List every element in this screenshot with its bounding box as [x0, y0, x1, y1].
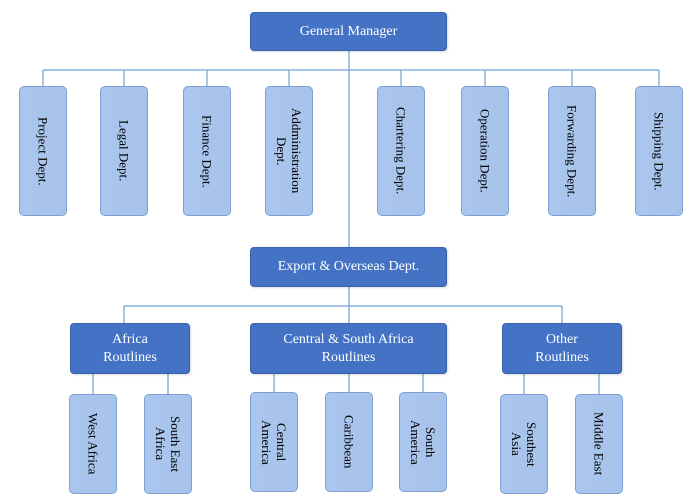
route-southest-asia-box: Southest Asia [500, 394, 548, 494]
dept-shipping-box: Shipping Dept. [635, 86, 683, 216]
central-south-routlines-box: Central & South Africa Routlines [250, 323, 447, 374]
dept-chartering-box: Chartering Dept. [377, 86, 425, 216]
dept-legal-box: Legal Dept. [100, 86, 148, 216]
route-central-america-label: Central America [259, 419, 289, 465]
general-manager-box: General Manager [250, 12, 447, 51]
dept-finance-box: Finance Dept. [183, 86, 231, 216]
export-overseas-box: Export & Overseas Dept. [250, 247, 447, 287]
dept-operation-label: Operation Dept. [477, 109, 493, 193]
central-south-routlines-label: Central & South Africa Routlines [283, 331, 414, 365]
route-south-east-africa-box: South East Africa [144, 394, 192, 494]
dept-administration-box: Addministration Dept. [265, 86, 313, 216]
route-middle-east-box: Middle East [575, 394, 623, 494]
route-south-america-label: South America [408, 419, 438, 465]
route-middle-east-label: Middle East [591, 412, 607, 476]
route-southest-asia-label: Southest Asia [509, 421, 539, 467]
dept-forwarding-box: Forwarding Dept. [548, 86, 596, 216]
dept-administration-label: Addministration Dept. [274, 108, 304, 194]
dept-legal-label: Legal Dept. [116, 120, 132, 182]
general-manager-label: General Manager [299, 23, 398, 39]
dept-project-box: Project Dept. [19, 86, 67, 216]
route-caribbean-label: Caribbean [341, 415, 357, 469]
route-west-africa-box: West Africa [69, 394, 117, 494]
other-routlines-box: Other Routlines [502, 323, 622, 374]
dept-forwarding-label: Forwarding Dept. [564, 104, 580, 198]
dept-chartering-label: Chartering Dept. [393, 107, 409, 195]
route-south-america-box: South America [399, 392, 447, 492]
route-caribbean-box: Caribbean [325, 392, 373, 492]
dept-shipping-label: Shipping Dept. [651, 111, 667, 191]
route-west-africa-label: West Africa [85, 413, 101, 475]
africa-routlines-box: Africa Routlines [70, 323, 190, 374]
route-central-america-box: Central America [250, 392, 298, 492]
dept-finance-label: Finance Dept. [199, 114, 215, 188]
dept-operation-box: Operation Dept. [461, 86, 509, 216]
africa-routlines-label: Africa Routlines [103, 331, 157, 365]
other-routlines-label: Other Routlines [535, 331, 589, 365]
route-south-east-africa-label: South East Africa [153, 416, 183, 472]
dept-project-label: Project Dept. [35, 116, 51, 186]
export-overseas-label: Export & Overseas Dept. [277, 259, 420, 274]
